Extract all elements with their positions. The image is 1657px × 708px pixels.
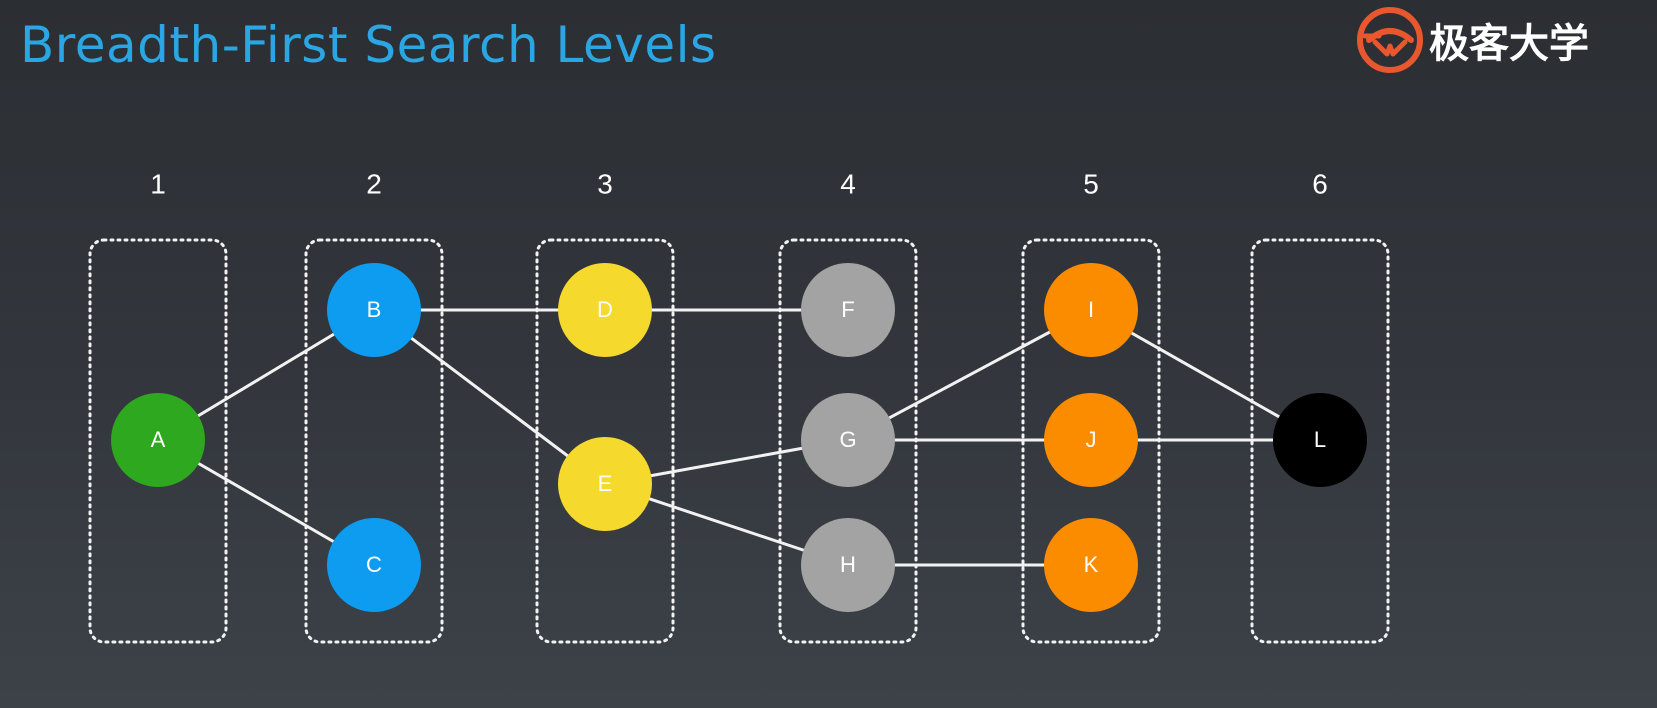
node-I: I: [1044, 263, 1138, 357]
node-circle-E: [558, 437, 652, 531]
node-K: K: [1044, 518, 1138, 612]
brand-name: 极客大学: [1429, 21, 1589, 67]
node-L: L: [1273, 393, 1367, 487]
level-labels: 1 2 3 4 5 6: [150, 168, 1328, 199]
node-circle-H: [801, 518, 895, 612]
node-circle-L: [1273, 393, 1367, 487]
node-circle-I: [1044, 263, 1138, 357]
graph-edges: [157, 308, 1321, 567]
node-label-E: E: [598, 471, 613, 496]
node-circle-C: [327, 518, 421, 612]
slide-title: Breadth-First Search Levels: [20, 16, 717, 74]
level-box-3: [535, 238, 675, 644]
node-label-K: K: [1084, 552, 1099, 577]
node-label-B: B: [367, 297, 382, 322]
node-G: G: [801, 393, 895, 487]
level-label-4: 4: [840, 168, 856, 199]
node-label-I: I: [1088, 297, 1094, 322]
node-label-D: D: [597, 297, 613, 322]
node-D: D: [558, 263, 652, 357]
node-F: F: [801, 263, 895, 357]
node-circle-J: [1044, 393, 1138, 487]
node-label-G: G: [839, 427, 856, 452]
node-A: A: [111, 393, 205, 487]
node-label-L: L: [1314, 427, 1326, 452]
node-J: J: [1044, 393, 1138, 487]
node-circle-G: [801, 393, 895, 487]
node-circle-B: [327, 263, 421, 357]
node-label-A: A: [151, 427, 166, 452]
node-circle-A: [111, 393, 205, 487]
node-B: B: [327, 263, 421, 357]
node-label-C: C: [366, 552, 382, 577]
node-circle-D: [558, 263, 652, 357]
node-circle-F: [801, 263, 895, 357]
node-label-J: J: [1086, 427, 1097, 452]
node-label-H: H: [840, 552, 856, 577]
node-label-F: F: [841, 297, 854, 322]
brand: 极客大学: [1355, 6, 1655, 74]
node-C: C: [327, 518, 421, 612]
level-box-2: [304, 238, 444, 644]
graph-nodes: A B C D E F G H I J K L: [111, 263, 1367, 612]
level-label-3: 3: [597, 168, 613, 199]
edge-B-E: [373, 308, 606, 486]
node-circle-K: [1044, 518, 1138, 612]
level-box-1: [88, 238, 228, 644]
level-label-5: 5: [1083, 168, 1099, 199]
level-label-6: 6: [1312, 168, 1328, 199]
geek-university-logo-icon: [1357, 7, 1423, 73]
node-H: H: [801, 518, 895, 612]
level-label-2: 2: [366, 168, 382, 199]
level-label-1: 1: [150, 168, 166, 199]
node-E: E: [558, 437, 652, 531]
